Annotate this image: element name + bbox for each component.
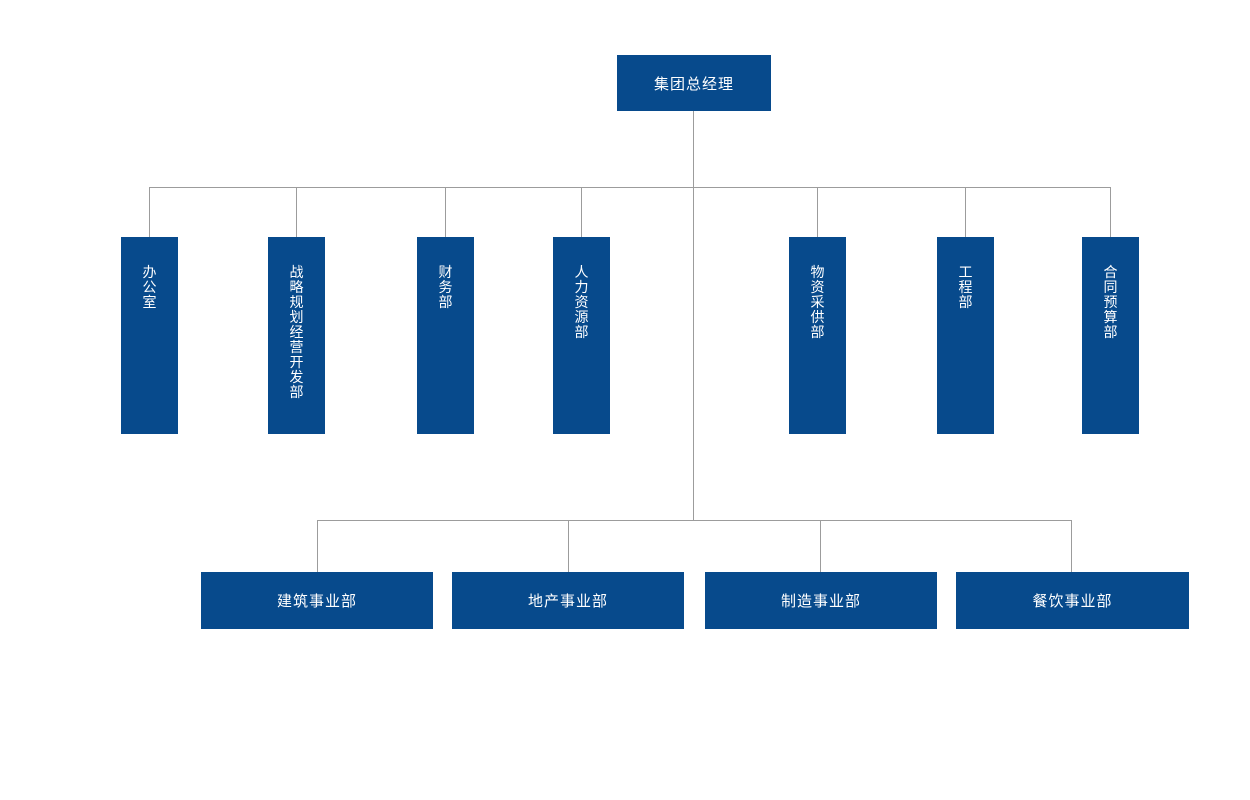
connector-root-trunk (693, 111, 694, 520)
org-node-strategy-label: 战略规划经营开发部 (289, 264, 304, 400)
org-node-materials: 物资采供部 (789, 237, 846, 434)
connector-drop-finance (445, 187, 446, 237)
org-node-engineering: 工程部 (937, 237, 994, 434)
org-node-realestate-division: 地产事业部 (452, 572, 684, 629)
org-node-materials-label: 物资采供部 (810, 264, 825, 340)
org-node-contract: 合同预算部 (1082, 237, 1139, 434)
connector-drop-strategy (296, 187, 297, 237)
org-node-strategy: 战略规划经营开发部 (268, 237, 325, 434)
connector-drop-manufacturing (820, 520, 821, 572)
org-node-office-label: 办公室 (142, 264, 157, 310)
connector-drop-contract (1110, 187, 1111, 237)
connector-divisions-rail (317, 520, 1072, 521)
connector-drop-materials (817, 187, 818, 237)
org-node-engineering-label: 工程部 (958, 264, 973, 310)
org-node-office: 办公室 (121, 237, 178, 434)
connector-drop-hr (581, 187, 582, 237)
connector-drop-realestate (568, 520, 569, 572)
org-node-hr-label: 人力资源部 (574, 264, 589, 340)
org-node-root: 集团总经理 (617, 55, 771, 111)
org-node-construction-division: 建筑事业部 (201, 572, 433, 629)
connector-drop-engineering (965, 187, 966, 237)
connector-departments-rail (149, 187, 1111, 188)
connector-drop-office (149, 187, 150, 237)
org-node-hr: 人力资源部 (553, 237, 610, 434)
org-node-finance-label: 财务部 (438, 264, 453, 310)
connector-drop-construction (317, 520, 318, 572)
org-node-catering-division: 餐饮事业部 (956, 572, 1189, 629)
org-node-finance: 财务部 (417, 237, 474, 434)
org-node-manufacturing-division: 制造事业部 (705, 572, 937, 629)
org-node-contract-label: 合同预算部 (1103, 264, 1118, 340)
connector-drop-catering (1071, 520, 1072, 572)
